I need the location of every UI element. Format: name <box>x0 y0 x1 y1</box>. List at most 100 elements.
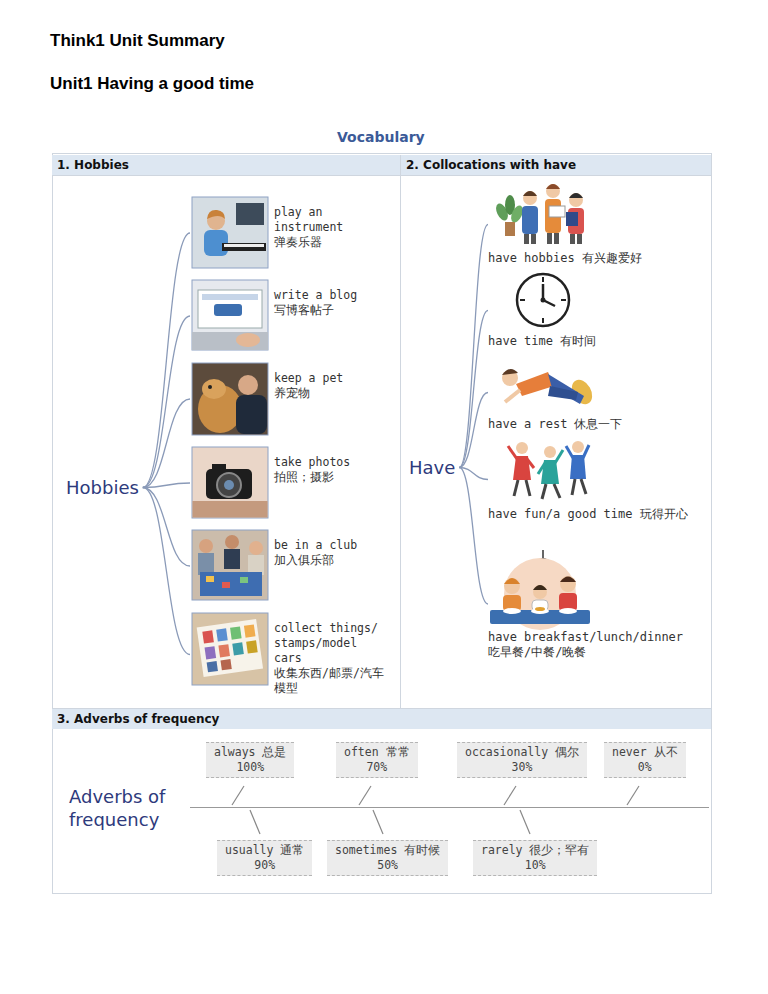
hobby-item: collect things/ stamps/model cars收集东西/邮票… <box>190 613 384 696</box>
mindmap-branch <box>459 393 488 468</box>
icon-hobbies <box>546 184 560 198</box>
photo-stamps <box>244 624 256 637</box>
photo-camera <box>212 464 226 470</box>
icon-dancers <box>508 441 589 499</box>
photo-camera <box>217 473 241 497</box>
icon-hobbies <box>569 193 583 198</box>
percentage: 30% <box>465 760 579 775</box>
frequency-axis <box>520 810 530 834</box>
icon-dancers <box>555 450 563 463</box>
chinese-meaning: 加入俱乐部 <box>274 553 374 568</box>
english-phrase: be in a club <box>274 538 374 553</box>
photo-instrument <box>192 197 268 268</box>
adverb-label: rarely 很少；罕有 <box>481 843 589 858</box>
icon-hobbies <box>505 222 515 236</box>
photo-blog <box>198 290 262 328</box>
hobby-item: keep a pet养宠物 <box>190 363 374 435</box>
hobby-item: take photos拍照；摄影 <box>190 447 374 519</box>
icon-hobbies <box>523 191 537 196</box>
percentage: 10% <box>481 858 589 873</box>
mindmap-branch <box>143 488 190 567</box>
section-band: 2. Collocations with have <box>401 155 711 175</box>
chinese-meaning: 养宠物 <box>274 386 374 401</box>
icon-dancers <box>516 442 528 454</box>
icon-dancers <box>527 459 534 468</box>
mindmap-center: Hobbies <box>63 474 142 501</box>
photo-club <box>192 530 268 600</box>
photo-pet <box>208 385 212 389</box>
icon-rest <box>548 386 578 400</box>
photo-stamps <box>192 613 268 685</box>
icon-dancers <box>554 484 560 498</box>
icon-clock <box>517 274 569 326</box>
icon-dinner <box>503 608 521 614</box>
icon-hobbies <box>569 193 583 207</box>
photo-stamps <box>220 659 231 670</box>
icon-hobbies <box>554 233 559 244</box>
photo-stamps <box>230 626 242 639</box>
adverb-label: always 总是 <box>214 745 286 760</box>
frequency-axis <box>627 786 639 805</box>
frequency-box: always 总是100% <box>206 742 294 778</box>
photo-blog <box>192 332 268 350</box>
chinese-meaning: 休息一下 <box>574 417 622 431</box>
center-label: Have <box>409 457 455 478</box>
photo-stamps <box>218 644 230 657</box>
photo-stamps <box>207 661 218 672</box>
photo-blog <box>192 280 268 350</box>
english-phrase: keep a pet <box>274 371 374 386</box>
icon-clock <box>542 318 544 323</box>
icon-hobbies <box>549 206 565 217</box>
hobby-item: be in a club加入俱乐部 <box>190 530 374 602</box>
mindmap-branch <box>459 311 488 468</box>
icon-dinner <box>490 550 590 630</box>
photo-club <box>224 549 240 569</box>
chinese-meaning: 拍照；摄影 <box>274 470 374 485</box>
chinese-meaning: 弹奏乐器 <box>274 235 354 250</box>
table-frame <box>52 154 712 894</box>
icon-hobbies <box>524 234 529 244</box>
icon-clock <box>542 277 544 282</box>
frequency-axis <box>190 786 709 834</box>
chinese-meaning: 有时间 <box>560 334 596 348</box>
photo-club <box>198 553 214 575</box>
photo-club <box>192 530 268 600</box>
photo-stamps <box>197 619 263 677</box>
photo-blog <box>214 304 242 316</box>
photo-camera <box>193 501 268 518</box>
icon-rest <box>502 369 596 408</box>
photo-camera <box>192 447 268 518</box>
icon-hobbies <box>547 233 552 244</box>
photo-stamps <box>216 628 228 641</box>
photo-pet <box>192 363 268 435</box>
section-heading: 2. Collocations with have <box>406 158 706 172</box>
percentage: 50% <box>335 858 440 873</box>
adverb-label: occasionally 偶尔 <box>465 745 579 760</box>
mindmap-branch <box>143 488 190 655</box>
adverb-label: never 从不 <box>612 745 678 760</box>
chinese-meaning: 吃早餐/中餐/晚餐 <box>488 645 586 659</box>
photo-stamps <box>232 642 244 655</box>
icon-hobbies <box>570 234 575 244</box>
icon-hobbies <box>566 212 578 226</box>
photo-camera <box>206 469 252 499</box>
icon-hobbies <box>546 184 560 189</box>
frequency-box: usually 通常90% <box>217 840 312 876</box>
frequency-axis <box>359 786 371 805</box>
icon-rest <box>516 372 554 396</box>
mindmap-branch <box>459 225 488 468</box>
icon-dinner <box>560 576 576 592</box>
photo-club <box>225 535 239 549</box>
icon-rest <box>505 390 520 402</box>
section-title: Vocabulary <box>337 129 425 145</box>
section-band: 1. Hobbies <box>52 155 400 175</box>
icon-dinner <box>531 608 549 614</box>
icon-dancers <box>566 446 573 458</box>
photo-stamps <box>202 630 214 643</box>
frequency-box: occasionally 偶尔30% <box>457 742 587 778</box>
icon-dancers <box>572 479 575 495</box>
photo-blog <box>236 333 260 347</box>
hobby-item: write a blog写博客帖子 <box>190 280 374 352</box>
icon-clock <box>561 299 566 301</box>
english-phrase: have a rest <box>488 417 567 431</box>
